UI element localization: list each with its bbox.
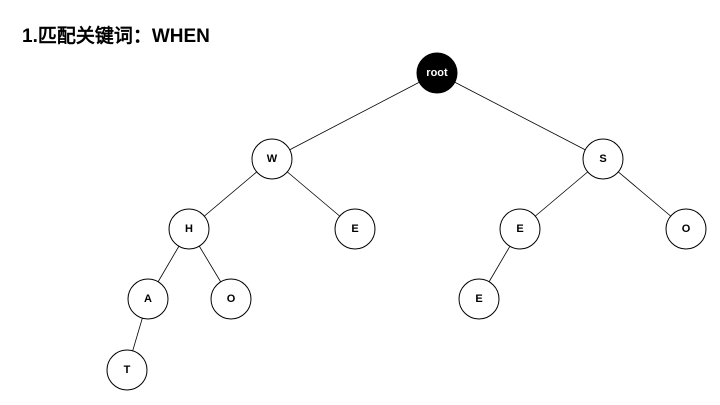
page-title: 1.匹配关键词：WHEN: [22, 26, 210, 47]
tree-node-circle: [127, 278, 169, 320]
tree-node-label: O: [227, 293, 236, 305]
tree-node-circle: [334, 208, 376, 250]
tree-node-label: S: [599, 153, 606, 165]
tree-node-w-h-a: A: [127, 278, 169, 320]
tree-node-label: W: [267, 153, 278, 165]
tree-node-circle: [582, 138, 624, 180]
tree-node-w-e: E: [334, 208, 376, 250]
tree-edge-root-to-w: [271, 72, 438, 160]
tree-node-w-h-o: O: [210, 278, 252, 320]
tree-node-circle: [210, 278, 252, 320]
tree-node-label: O: [682, 223, 691, 235]
tree-node-root: root: [416, 52, 458, 94]
tree-node-label: E: [475, 293, 482, 305]
tree-node-circle: [106, 349, 148, 391]
tree-node-circle: [499, 208, 541, 250]
tree-node-s: S: [582, 138, 624, 180]
tree-node-w-h-a-t: T: [106, 349, 148, 391]
tree-node-label: root: [426, 67, 448, 79]
tree-edges: [126, 72, 687, 371]
tree-edge-root-to-s: [436, 72, 604, 160]
tree-node-circle: [251, 138, 293, 180]
tree-node-circle: [416, 52, 458, 94]
tree-node-s-e: E: [499, 208, 541, 250]
tree-node-circle: [665, 208, 707, 250]
tree-node-w: W: [251, 138, 293, 180]
tree-node-label: T: [124, 364, 131, 376]
tree-node-s-e-e: E: [458, 278, 500, 320]
tree-node-label: E: [516, 223, 523, 235]
tree-node-s-o: O: [665, 208, 707, 250]
tree-node-circle: [168, 208, 210, 250]
tree-node-w-h: H: [168, 208, 210, 250]
tree-node-label: E: [351, 223, 358, 235]
tree-node-circle: [458, 278, 500, 320]
tree-node-label: A: [144, 293, 152, 305]
tree-node-label: H: [185, 223, 193, 235]
